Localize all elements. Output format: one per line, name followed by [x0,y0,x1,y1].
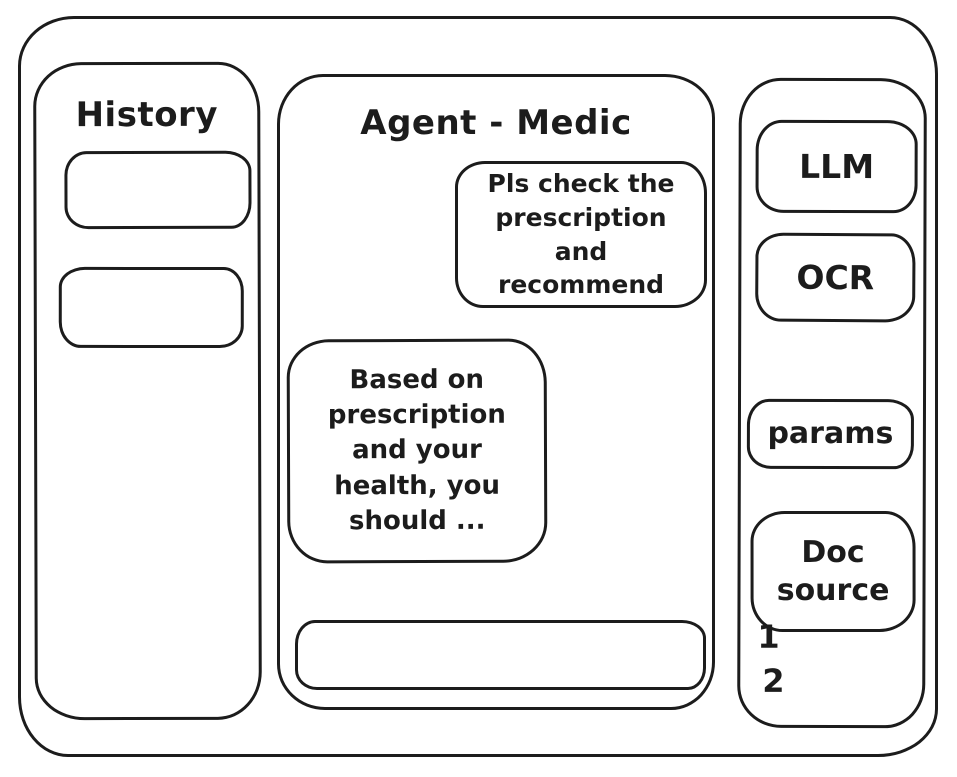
chat-panel: Agent - Medic Pls check the prescription… [277,74,715,710]
doc-source-item-1[interactable]: 1 [757,617,780,656]
user-message-text: Pls check the prescription and recommend [487,169,675,300]
history-item[interactable] [64,150,252,230]
history-title: History [75,94,219,136]
llm-button[interactable]: LLM [755,119,918,214]
history-panel: History [33,61,262,721]
chat-input[interactable] [295,620,706,690]
history-item[interactable] [58,266,244,349]
doc-source-item-2[interactable]: 2 [762,661,785,700]
doc-source-button[interactable]: Doc source [750,510,916,633]
assistant-message-text: Based on prescription and your health, y… [327,365,506,536]
ocr-button[interactable]: OCR [755,232,916,323]
assistant-message-bubble: Based on prescription and your health, y… [286,338,548,564]
user-message-bubble: Pls check the prescription and recommend [455,161,707,308]
tools-panel: LLM OCR params Doc source 1 2 [737,77,927,729]
params-button[interactable]: params [746,398,915,470]
chat-title: Agent - Medic [360,103,632,143]
